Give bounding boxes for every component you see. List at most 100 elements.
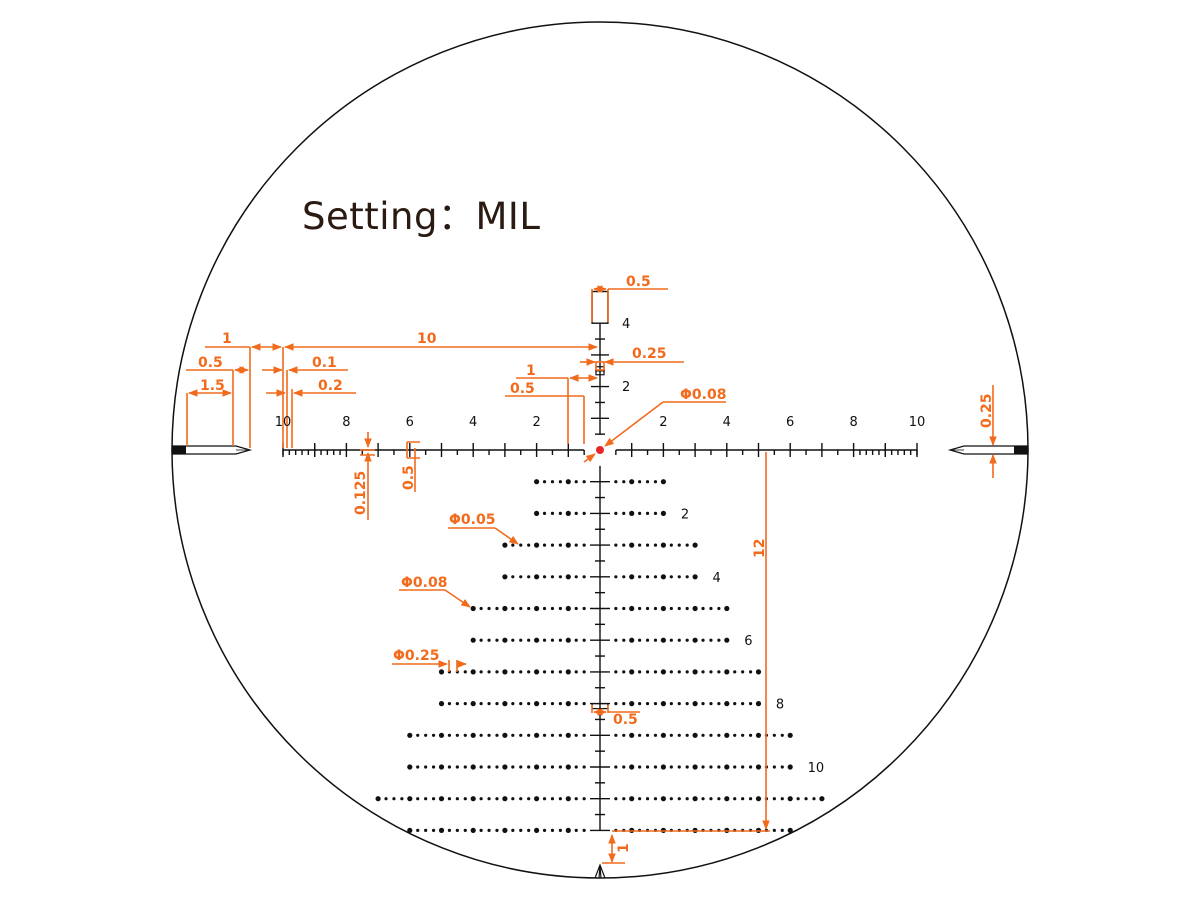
holdover-dot-small — [582, 638, 586, 642]
annotation-bottom-gap: 1 — [602, 834, 632, 864]
holdover-dot-small — [463, 702, 467, 706]
holdover-dot-small — [455, 702, 459, 706]
holdover-dot-large — [692, 732, 698, 738]
holdover-dot-small — [550, 606, 555, 611]
holdover-dot-small — [780, 828, 784, 833]
h-label-right: 2 — [659, 415, 667, 430]
holdover-dot-small — [392, 797, 396, 801]
holdover-dot-small — [550, 702, 555, 706]
annotation-post-thickness: 0.25 — [979, 385, 997, 478]
holdover-dot-small — [463, 670, 467, 674]
holdover-dot-large — [787, 732, 793, 738]
holdover-dot-small — [463, 765, 467, 769]
holdover-dot-small — [519, 797, 523, 801]
holdover-dot-small — [622, 638, 626, 642]
holdover-dot-large — [692, 542, 698, 548]
annotation-label: 1 — [616, 843, 632, 853]
holdover-dot-large — [534, 796, 540, 802]
holdover-dot-large — [692, 637, 698, 643]
holdover-dot-large — [787, 764, 793, 770]
holdover-dot-small — [511, 575, 515, 579]
holdover-dot-small — [487, 797, 491, 801]
annotation-label: 0.125 — [353, 471, 369, 515]
annotation-small-box: 0.25 — [580, 346, 684, 371]
holdover-label: 8 — [776, 698, 784, 713]
holdover-dot-small — [424, 828, 428, 833]
holdover-dot-small — [455, 765, 459, 769]
holdover-dot-small — [653, 543, 658, 547]
holdover-dot-large — [787, 796, 793, 802]
holdover-dot-small — [677, 702, 681, 706]
holdover-dot-small — [645, 702, 650, 706]
annotation-top-box-width: 0.5 — [591, 274, 668, 322]
annotation-label: 10 — [417, 331, 437, 347]
holdover-dot-small — [558, 765, 562, 769]
holdover-dot-small — [669, 702, 673, 706]
holdover-dot-small — [645, 511, 650, 515]
holdover-dot-small — [511, 638, 515, 642]
holdover-dot-small — [550, 480, 555, 484]
holdover-dot-large — [819, 796, 825, 802]
holdover-dot-large — [534, 669, 540, 675]
h-label-left: 2 — [532, 415, 540, 430]
holdover-dot-small — [519, 606, 523, 611]
annotation-label: 1 — [222, 331, 232, 347]
holdover-dot-small — [574, 511, 578, 515]
holdover-dot-small — [741, 702, 745, 706]
holdover-dot-large — [438, 701, 445, 707]
holdover-dot-small — [717, 733, 721, 737]
holdover-dot-large — [787, 827, 793, 834]
holdover-dot-small — [582, 511, 586, 515]
holdover-dot-small — [653, 606, 658, 611]
holdover-dot-small — [447, 797, 452, 801]
holdover-dot-small — [701, 670, 705, 674]
holdover-dot-small — [495, 828, 499, 833]
holdover-dot-small — [645, 797, 650, 801]
holdover-dot-small — [622, 733, 626, 737]
holdover-dot-small — [527, 765, 531, 769]
holdover-dot-small — [574, 575, 578, 579]
annotation-marker-width: 0.5 — [591, 705, 640, 728]
holdover-dot-small — [645, 575, 650, 579]
holdover-dot-small — [622, 606, 626, 611]
holdover-dot-large — [565, 542, 571, 548]
holdover-dot-small — [479, 797, 483, 801]
post-end — [172, 446, 186, 454]
holdover-dot-large — [534, 542, 540, 548]
h-label-left: 6 — [406, 415, 414, 430]
holdover-dot-large — [502, 764, 508, 770]
holdover-dot-large — [629, 669, 635, 675]
holdover-dot-small — [582, 606, 586, 611]
annotation-label: 1.5 — [200, 378, 225, 394]
holdover-dot-small — [479, 606, 483, 611]
holdover-dot-large — [629, 796, 635, 802]
holdover-label: 10 — [808, 761, 825, 776]
holdover-dot-large — [629, 510, 635, 516]
holdover-dot-large — [438, 732, 445, 738]
holdover-dot-small — [574, 480, 578, 484]
holdover-dot-large — [438, 669, 445, 675]
holdover-dot-small — [479, 733, 483, 737]
holdover-dot-large — [724, 669, 730, 675]
holdover-dot-small — [582, 765, 586, 769]
holdover-dot-small — [677, 765, 681, 769]
holdover-dot-small — [622, 765, 626, 769]
holdover-dot-large — [470, 637, 476, 643]
holdover-dot-small — [638, 638, 642, 642]
holdover-dot-small — [487, 638, 491, 642]
holdover-dot-small — [622, 797, 626, 801]
annotation-dot-spacing: Φ0.25 — [392, 648, 467, 672]
holdover-dot-small — [780, 765, 784, 769]
holdover-dot-small — [677, 733, 681, 737]
annotation-label: 0.5 — [510, 381, 535, 397]
holdover-dot-small — [519, 702, 523, 706]
holdover-dot-large — [629, 637, 635, 643]
holdover-dot-large — [660, 479, 667, 485]
holdover-dot-large — [565, 669, 571, 675]
holdover-dot-small — [614, 606, 618, 611]
holdover-dot-large — [692, 605, 698, 612]
holdover-dot-small — [558, 606, 562, 611]
holdover-dot-small — [772, 765, 776, 769]
annotations: 1 10 0.5 0.1 1.5 0.2 — [186, 274, 997, 864]
holdover-dot-large — [565, 827, 571, 834]
